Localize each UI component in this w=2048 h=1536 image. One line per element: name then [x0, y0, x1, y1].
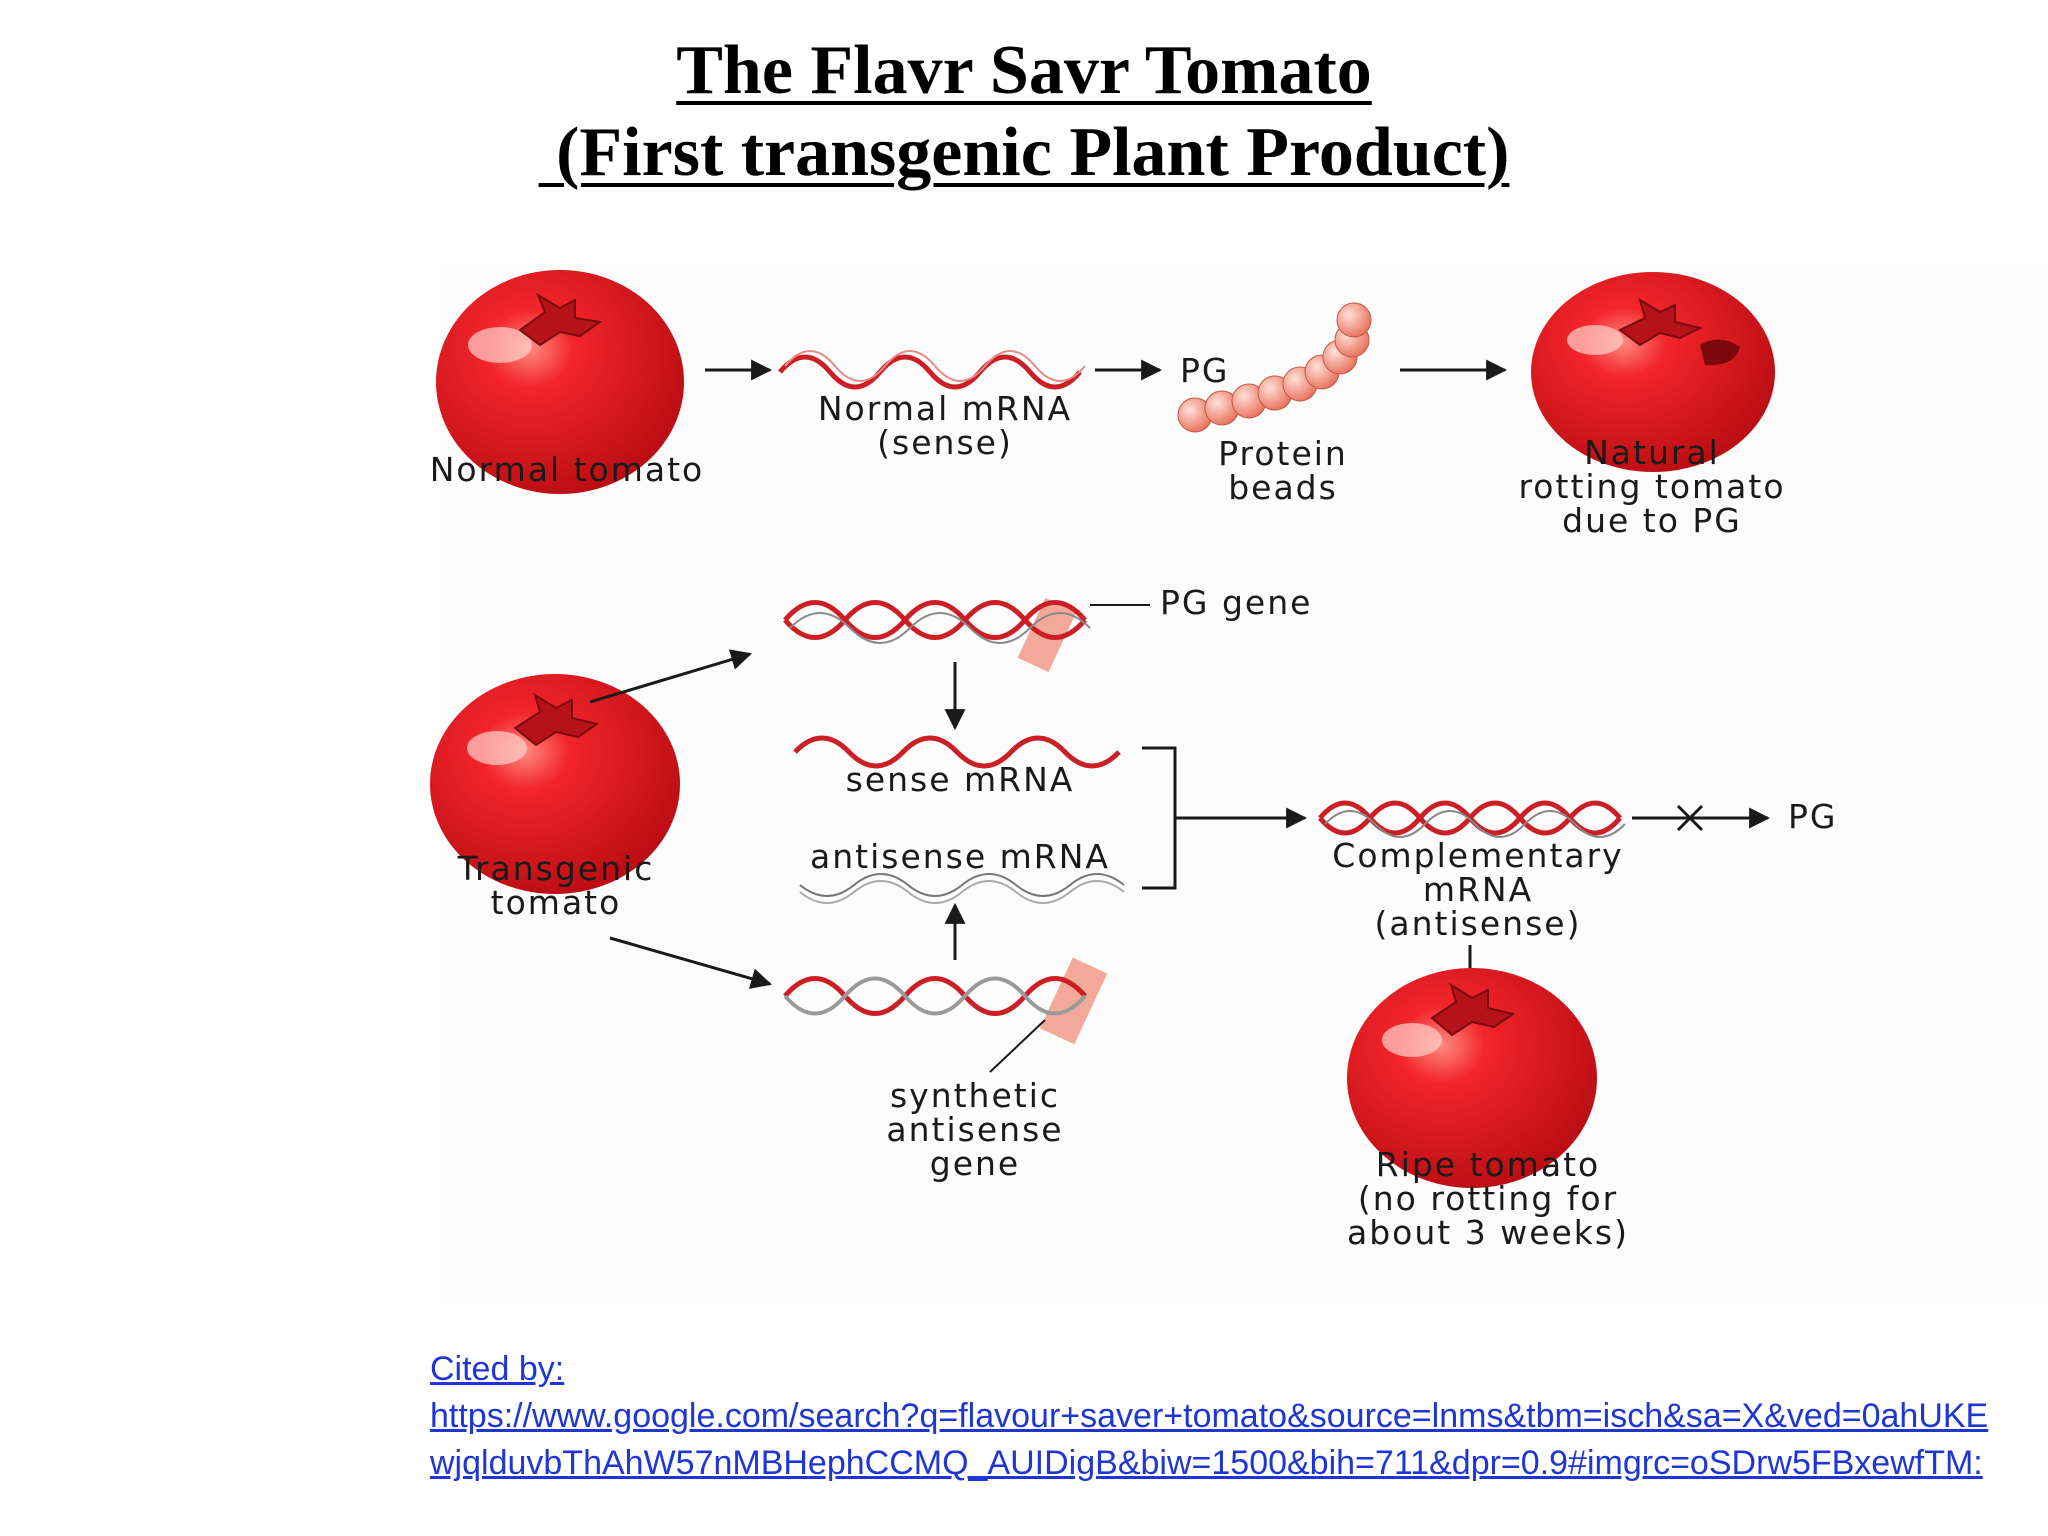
- complementary-label-1: Complementary: [1332, 836, 1623, 875]
- arrow-to-pg-gene: [589, 649, 753, 704]
- rotting-label-2: rotting tomato: [1518, 467, 1785, 506]
- antisense-mrna-strand: [799, 873, 1125, 897]
- pg-label-blocked: PG: [1788, 797, 1837, 836]
- antisense-mrna-strand-shadow: [799, 880, 1125, 904]
- rotting-label-3: due to PG: [1562, 501, 1742, 540]
- citation-label[interactable]: Cited by:: [430, 1350, 565, 1388]
- transgenic-tomato-icon: [430, 674, 680, 894]
- protein-label: Protein: [1218, 434, 1348, 473]
- normal-tomato-label: Normal tomato: [430, 450, 705, 489]
- complementary-label-3: (antisense): [1375, 904, 1582, 943]
- synthetic-antisense-gene-helix: [783, 957, 1108, 1045]
- pg-label-top: PG: [1180, 351, 1229, 390]
- protein-beads-label: beads: [1228, 468, 1338, 507]
- normal-mrna-label: Normal mRNA: [818, 389, 1072, 428]
- synthetic-label-2: antisense: [886, 1110, 1063, 1149]
- normal-mrna-strand-highlight: [784, 350, 1086, 382]
- citation-link[interactable]: https://www.google.com/search?q=flavour+…: [430, 1397, 1989, 1482]
- antisense-mrna-label: antisense mRNA: [810, 837, 1110, 876]
- rotting-tomato-icon: [1531, 272, 1775, 472]
- synthetic-label-3: gene: [930, 1144, 1020, 1183]
- mrna-bracket: [1142, 746, 1177, 890]
- ripe-label-2: (no rotting for: [1358, 1179, 1618, 1218]
- complementary-label-2: mRNA: [1423, 870, 1533, 909]
- blocked-x-icon: [1676, 804, 1704, 832]
- transgenic-label-2: tomato: [491, 883, 622, 922]
- protein-beads-icon: [1177, 302, 1372, 433]
- synthetic-label-1: synthetic: [890, 1076, 1060, 1115]
- ripe-tomato-icon: [1347, 968, 1597, 1188]
- title-line-2: (First transgenic Plant Product): [538, 114, 1510, 191]
- synthetic-gene-pointer: [989, 1019, 1046, 1073]
- ripe-label-3: about 3 weeks): [1347, 1213, 1629, 1252]
- arrow-to-synthetic-gene: [609, 936, 773, 989]
- ripe-label-1: Ripe tomato: [1376, 1145, 1600, 1184]
- rotting-label-1: Natural: [1584, 433, 1720, 472]
- diagram-background: [440, 265, 2048, 1305]
- slide-title: The Flavr Savr Tomato (First transgenic …: [0, 30, 2048, 194]
- title-line-1: The Flavr Savr Tomato: [676, 32, 1372, 109]
- normal-mrna-strand: [778, 354, 1082, 390]
- transgenic-label-1: Transgenic: [457, 849, 655, 888]
- sense-mrna-label: sense mRNA: [846, 760, 1075, 799]
- normal-mrna-sense-label: (sense): [877, 423, 1013, 462]
- complementary-mrna-helix: [1318, 800, 1626, 838]
- normal-tomato-icon: [436, 270, 684, 494]
- sense-mrna-strand: [793, 735, 1121, 769]
- pg-gene-label: PG gene: [1160, 583, 1312, 622]
- pg-gene-dna-helix: [783, 597, 1091, 673]
- citation-block: Cited by: https://www.google.com/search?…: [430, 1346, 1990, 1487]
